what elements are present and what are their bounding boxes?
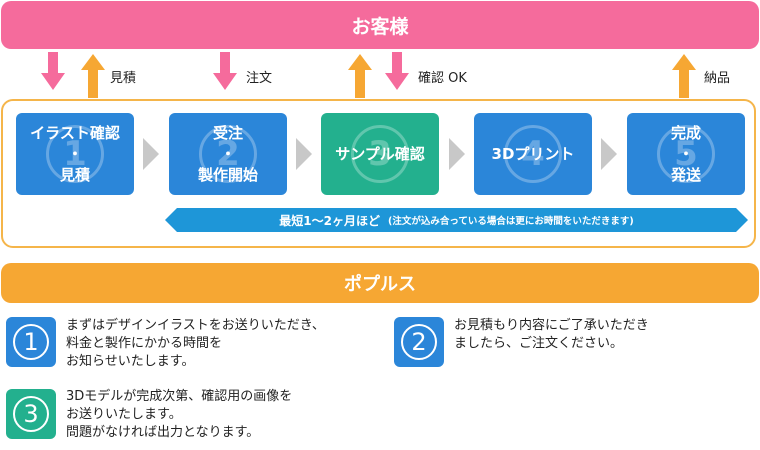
step-complete-ship: 5 完成 ・ 発送 (627, 113, 745, 195)
label-order: 注文 (246, 71, 273, 86)
step-line2: ・ (220, 144, 236, 163)
company-label: ポプルス (344, 274, 416, 295)
customer-bar: お客様 (1, 1, 759, 49)
note-text-3: 3Dモデルが完成次第、確認用の画像を お送りいたします。 問題がなければ出力とな… (66, 389, 293, 440)
step-number-circle: 3 (351, 125, 409, 183)
step-line1: 3Dプリント (491, 144, 575, 163)
step-line1: 完成 (670, 123, 701, 142)
note-number-ring: 2 (401, 324, 437, 360)
chevron-right-icon (143, 138, 159, 170)
step-line2: ・ (678, 144, 694, 163)
note-number-1: 1 (6, 317, 56, 367)
period-arrow (165, 208, 748, 232)
chevron-right-icon (601, 138, 617, 170)
step-line1: 受注 (212, 123, 243, 142)
chevron-right-icon (449, 138, 465, 170)
step-illustration-estimate: 1 イラスト確認 ・ 見積 (16, 113, 134, 195)
note-number-ring: 3 (13, 396, 49, 432)
note-number-ring: 1 (13, 324, 49, 360)
note-text-2: お見積もり内容にご了承いただき ましたら、ご注文ください。 (454, 318, 649, 351)
step-number-circle: 5 (657, 125, 715, 183)
chevron-right-icon (296, 138, 312, 170)
period-note: (注文が込み合っている場合は更にお時間をいただきます) (387, 216, 634, 227)
label-delivery: 納品 (704, 71, 731, 86)
arrow-down-1 (41, 52, 65, 90)
arrow-up-1 (81, 54, 105, 98)
step-line1: サンプル確認 (335, 144, 425, 163)
arrows-layer (41, 52, 696, 98)
note-number-3: 3 (6, 389, 56, 439)
label-estimate: 見積 (110, 71, 137, 86)
step-3d-print: 4 3Dプリント (474, 113, 592, 195)
step-order-production: 2 受注 ・ 製作開始 (169, 113, 287, 195)
arrow-down-3 (385, 52, 409, 90)
note-number-2: 2 (394, 317, 444, 367)
company-bar: ポプルス (1, 263, 759, 303)
step-line3: 発送 (670, 165, 701, 184)
period-label: 最短1～2ヶ月ほど (注文が込み合っている場合は更にお時間をいただきます) (165, 208, 748, 232)
label-confirm-ok: 確認 OK (418, 71, 467, 86)
period-main: 最短1～2ヶ月ほど (279, 213, 380, 228)
flow-frame (1, 99, 756, 248)
step-line3: 見積 (59, 165, 90, 184)
arrow-down-2 (213, 52, 237, 90)
arrow-up-2 (348, 54, 372, 98)
step-sample-check: 3 サンプル確認 (321, 113, 439, 195)
step-line3: 製作開始 (197, 165, 258, 184)
customer-label: お客様 (351, 15, 409, 38)
step-line1: イラスト確認 (30, 123, 120, 142)
step-number-circle: 1 (46, 125, 104, 183)
step-line2: ・ (67, 144, 83, 163)
note-text-1: まずはデザインイラストをお送りいただき、 料金と製作にかかる時間を お知らせいた… (66, 318, 325, 369)
step-number-circle: 4 (504, 125, 562, 183)
arrow-up-3 (672, 54, 696, 98)
step-number-circle: 2 (199, 125, 257, 183)
